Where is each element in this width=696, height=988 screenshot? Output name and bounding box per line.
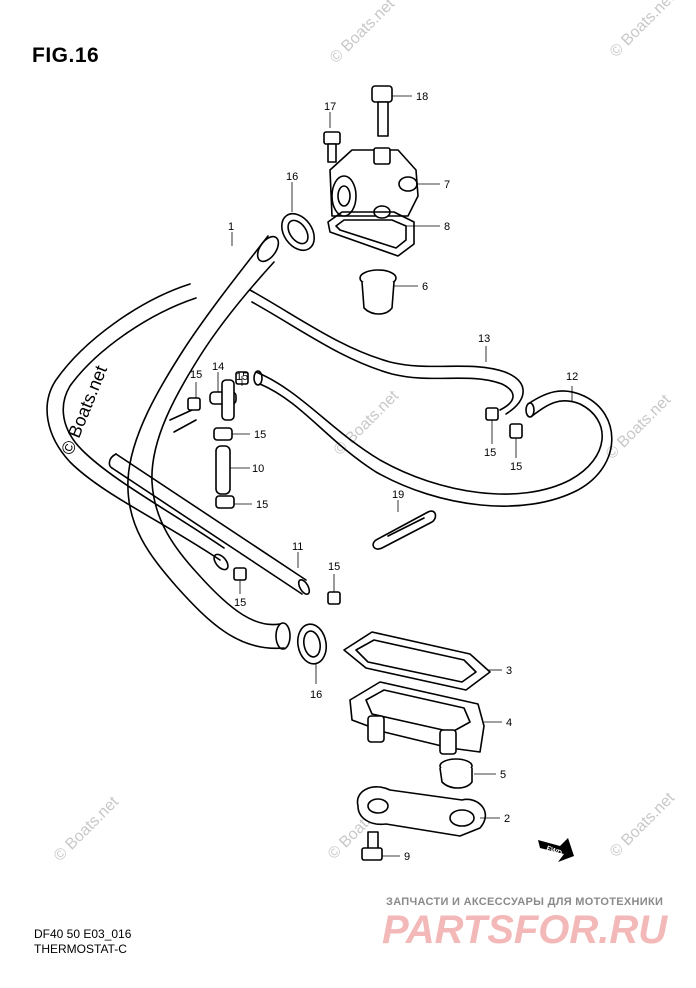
watermark: © Boats.net xyxy=(51,793,123,865)
callout-17: 17 xyxy=(324,101,336,113)
part-7-thermostat-cover xyxy=(329,147,419,219)
callout-12: 12 xyxy=(566,371,578,383)
part-4-case xyxy=(349,681,485,755)
callout-15: 15 xyxy=(254,429,266,441)
fwd-arrow-icon: FWD xyxy=(538,838,574,862)
callout-15: 15 xyxy=(328,561,340,573)
callout-15: 15 xyxy=(484,447,496,459)
leader-lines xyxy=(195,95,573,857)
callout-16: 16 xyxy=(310,689,322,701)
callout-10: 10 xyxy=(252,463,264,475)
part-14-joint xyxy=(209,379,237,421)
watermark: © Boats.net xyxy=(607,0,679,61)
callout-4: 4 xyxy=(506,717,512,729)
brand-tagline: ЗАПЧАСТИ И АКСЕССУАРЫ ДЛЯ МОТОТЕХНИКИ xyxy=(386,896,664,908)
part-6-thermostat xyxy=(359,269,397,315)
callout-15: 15 xyxy=(256,499,268,511)
callout-3: 3 xyxy=(506,665,512,677)
part-11-pipe xyxy=(108,453,311,596)
watermark: © Boats.net xyxy=(607,789,679,861)
callout-15: 15 xyxy=(236,371,248,383)
callout-labels: 1 2 3 4 5 6 7 8 9 10 11 12 13 14 15 15 1… xyxy=(190,91,578,863)
short-tube xyxy=(169,409,197,433)
callout-11: 11 xyxy=(292,541,303,553)
callout-19: 19 xyxy=(392,489,404,501)
clips-15 xyxy=(187,371,523,605)
part-8-gasket xyxy=(327,211,415,257)
part-10-pipe xyxy=(215,445,231,495)
part-19-clamp xyxy=(372,510,437,550)
part-17-bolt xyxy=(323,131,341,163)
part-12-hose xyxy=(253,370,613,507)
brand-logo: PARTSFOR.RU xyxy=(382,908,668,952)
watermark: © Boats.net xyxy=(327,0,399,67)
part-3-gasket xyxy=(343,631,491,691)
watermark: © Boats.net xyxy=(603,391,675,463)
part-16-clamps xyxy=(280,212,328,665)
callout-1: 1 xyxy=(228,221,234,233)
callout-8: 8 xyxy=(444,221,450,233)
callout-15: 15 xyxy=(190,369,202,381)
part-2-cover xyxy=(356,786,487,837)
part-5-thermostat xyxy=(439,758,473,789)
callout-6: 6 xyxy=(422,281,428,293)
callout-5: 5 xyxy=(500,769,506,781)
callout-16: 16 xyxy=(286,171,298,183)
watermark-dark: © Boats.net xyxy=(57,363,111,458)
callout-2: 2 xyxy=(504,813,510,825)
callout-9: 9 xyxy=(404,851,410,863)
figure-code: DF40 50 E03_016 xyxy=(34,927,132,941)
part-18-bolt xyxy=(371,85,393,137)
figure-title: FIG.16 xyxy=(32,44,100,67)
callout-15: 15 xyxy=(510,461,522,473)
callout-15: 15 xyxy=(234,597,246,609)
callout-13: 13 xyxy=(478,333,490,345)
part-loop-hose xyxy=(46,283,229,571)
watermark: © Boats.net xyxy=(331,387,403,459)
callout-18: 18 xyxy=(416,91,428,103)
callout-7: 7 xyxy=(444,179,450,191)
part-13-hose xyxy=(249,289,524,415)
part-9-bolt xyxy=(361,831,383,861)
watermark-layer: © Boats.net © Boats.net © Boats.net © Bo… xyxy=(51,0,679,865)
part-1-hose xyxy=(127,235,291,650)
figure-name: THERMOSTAT-C xyxy=(34,942,127,956)
callout-14: 14 xyxy=(212,361,224,373)
